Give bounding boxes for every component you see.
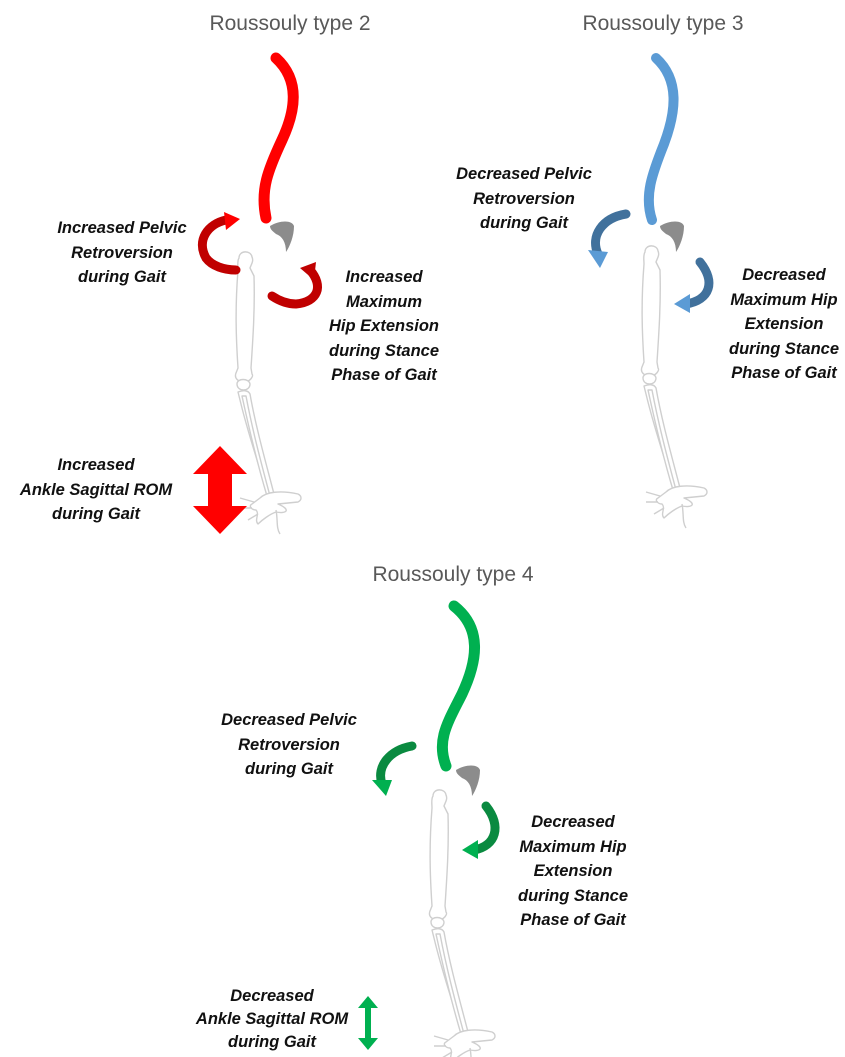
rotation-arrow-icon — [300, 262, 316, 280]
rotation-arrow-icon — [267, 265, 322, 309]
type3-pelvic-label: Decreased Pelvic Retroversion during Gai… — [456, 162, 592, 236]
label-line: during Gait — [78, 268, 166, 286]
rotation-arrow-icon — [469, 801, 500, 855]
rotation-arrow-icon — [462, 840, 478, 859]
rotation-arrow-icon — [674, 294, 690, 313]
label-line: Extension — [744, 315, 824, 333]
rotation-arrow-icon — [588, 250, 608, 268]
label-line: Maximum — [345, 292, 423, 311]
label-line: Increased — [57, 456, 135, 474]
label-line: Maximum Hip — [730, 290, 838, 309]
type2-figure — [193, 52, 322, 535]
label-line: during Gait — [227, 1033, 316, 1051]
type3-title: Roussouly type 3 — [582, 12, 744, 35]
type2-spine-curve — [258, 52, 299, 224]
type2-title: Roussouly type 2 — [209, 12, 371, 35]
label-line: Ankle Sagittal ROM — [19, 480, 173, 499]
type4-pelvic-label: Decreased Pelvic Retroversion during Gai… — [221, 708, 357, 782]
label-line: Retroversion — [473, 189, 575, 208]
type4-spine-curve — [436, 600, 480, 772]
label-line: Retroversion — [71, 243, 173, 262]
type4-figure — [358, 600, 500, 1057]
rotation-arrow-icon — [376, 741, 417, 789]
label-line: Decreased Pelvic — [456, 165, 592, 183]
label-line: during Gait — [244, 760, 333, 778]
label-line: Decreased — [742, 266, 826, 284]
type2-ankle-label: Increased Ankle Sagittal ROM during Gait — [20, 453, 172, 527]
double-headed-arrow-icon — [193, 446, 247, 534]
type3-leg-skeleton — [640, 245, 708, 529]
type4-pelvis — [456, 765, 480, 796]
double-headed-arrow-icon — [358, 996, 378, 1050]
type4-leg-skeleton — [428, 789, 496, 1057]
label-line: during Stance — [517, 886, 629, 905]
label-line: Decreased — [531, 813, 615, 831]
label-line: Increased Pelvic — [57, 219, 187, 237]
type4-title: Roussouly type 4 — [372, 563, 534, 586]
type4-hip-label: Decreased Maximum Hip Extension during S… — [518, 810, 628, 933]
rotation-arrow-icon — [197, 215, 241, 275]
type3-pelvis — [660, 221, 684, 252]
label-line: Increased — [345, 268, 423, 286]
rotation-arrow-icon — [224, 212, 240, 230]
type4-ankle-label: Decreased Ankle Sagittal ROM during Gait — [196, 985, 348, 1054]
label-line: Retroversion — [238, 735, 340, 754]
label-line: Hip Extension — [328, 317, 440, 335]
rotation-arrow-icon — [591, 209, 631, 259]
label-line: Phase of Gait — [520, 911, 626, 929]
rotation-arrow-icon — [681, 257, 714, 309]
label-line: Maximum Hip — [519, 837, 627, 856]
type2-hip-label: Increased Maximum Hip Extension during S… — [329, 265, 439, 388]
label-line: during Stance — [728, 339, 840, 358]
label-line: during Gait — [51, 505, 140, 523]
label-line: Ankle Sagittal ROM — [195, 1010, 349, 1028]
type2-pelvis — [270, 221, 294, 252]
type3-figure — [588, 53, 714, 529]
type3-spine-curve — [643, 53, 679, 225]
label-line: Decreased — [230, 987, 314, 1005]
type2-pelvic-label: Increased Pelvic Retroversion during Gai… — [57, 216, 186, 290]
label-line: Phase of Gait — [331, 366, 437, 384]
label-line: during Stance — [328, 341, 440, 360]
label-line: Phase of Gait — [731, 364, 837, 382]
type3-hip-label: Decreased Maximum Hip Extension during S… — [729, 263, 839, 386]
label-line: Decreased Pelvic — [221, 711, 357, 729]
label-line: Extension — [533, 862, 613, 880]
rotation-arrow-icon — [372, 780, 392, 796]
label-line: during Gait — [479, 214, 568, 232]
